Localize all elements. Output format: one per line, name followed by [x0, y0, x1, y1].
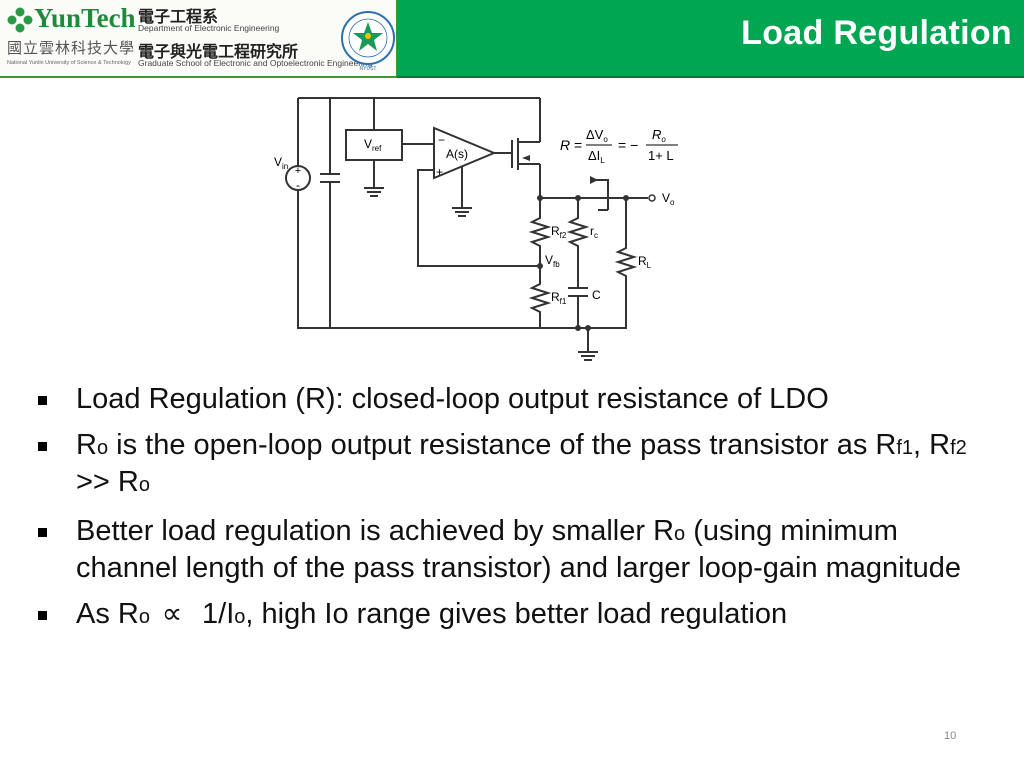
grad-school-name-en: Graduate School of Electronic and Optoel…: [138, 58, 373, 68]
university-name-zh: 國立雲林科技大學: [7, 40, 136, 57]
university-name-en: National Yunlin University of Science & …: [7, 60, 131, 66]
dept-name-zh: 電子工程系: [138, 9, 219, 26]
svg-text:ΔIL: ΔIL: [588, 148, 605, 165]
amp-minus-label: −: [438, 133, 445, 147]
logo-banner: YunTech 電子工程系 Department of Electronic E…: [0, 0, 398, 78]
bullet-item: As Ro∝ 1/Io, high Io range gives better …: [34, 597, 1004, 634]
bullet-item: Load Regulation (R): closed-loop output …: [34, 382, 1004, 416]
load-regulation-equation: R = ΔVo ΔIL = − Ro 1+ L: [560, 127, 678, 165]
slide-header: YunTech 電子工程系 Department of Electronic E…: [0, 0, 1024, 78]
proportional-symbol: ∝: [161, 598, 183, 630]
svg-text:= −: = −: [618, 137, 638, 153]
bullet-square-icon: [38, 442, 47, 451]
department-seal-icon: NYUST: [341, 11, 395, 72]
svg-text:Ro: Ro: [652, 127, 666, 144]
rf2-label: Rf2: [551, 224, 567, 240]
vref-label: Vref: [364, 137, 382, 153]
c-label: C: [592, 288, 601, 302]
ldo-circuit-diagram: + - Vin Vref A(s) − + Rf2 Vfb Rf1 rc C R…: [274, 97, 678, 361]
vfb-label: Vfb: [545, 253, 560, 269]
bullet-square-icon: [38, 611, 47, 620]
amp-plus-label: +: [436, 165, 443, 179]
bullet-item: Ro is the open-loop output resistance of…: [34, 428, 1004, 502]
svg-text:ΔVo: ΔVo: [586, 127, 608, 144]
title-bar: Load Regulation: [397, 0, 1024, 78]
slide-title: Load Regulation: [741, 14, 1012, 52]
bullet-square-icon: [38, 396, 47, 405]
vin-plus-label: +: [295, 165, 301, 177]
svg-text:R: R: [560, 137, 570, 153]
grad-school-name-zh: 電子與光電工程研究所: [138, 44, 299, 61]
yuntech-flower-icon: [7, 7, 33, 33]
vo-label: Vo: [662, 191, 675, 207]
page-number: 10: [944, 730, 957, 742]
bullet-square-icon: [38, 528, 47, 537]
svg-text:=: =: [574, 137, 582, 153]
svg-text:1+ L: 1+ L: [648, 148, 674, 163]
yuntech-wordmark: YunTech: [34, 3, 136, 33]
rf1-label: Rf1: [551, 290, 567, 306]
bullet-item: Better load regulation is achieved by sm…: [34, 514, 1004, 585]
bullet-list: Load Regulation (R): closed-loop output …: [34, 382, 1004, 646]
rl-label: RL: [638, 254, 652, 270]
dept-name-en: Department of Electronic Engineering: [138, 23, 280, 33]
svg-text:NYUST: NYUST: [360, 66, 377, 72]
vin-minus-label: -: [296, 178, 300, 192]
vin-label: Vin: [274, 155, 288, 171]
rc-label: rc: [590, 224, 598, 240]
amp-label: A(s): [446, 147, 468, 161]
